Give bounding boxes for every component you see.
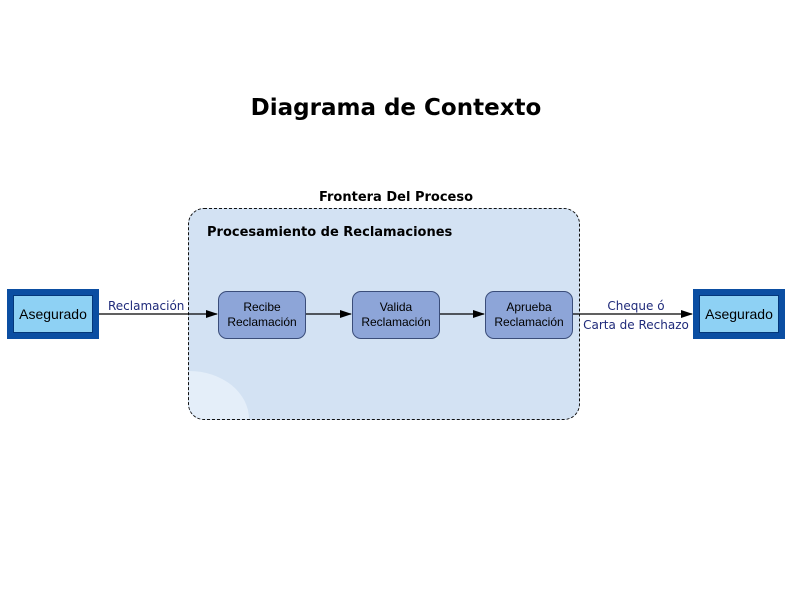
- external-entity-left: Asegurado: [7, 289, 99, 339]
- step-1-line2: Reclamación: [227, 315, 297, 329]
- process-step-validate: Valida Reclamación: [352, 291, 440, 339]
- diagram-title: Diagrama de Contexto: [250, 95, 542, 121]
- entity-left-label: Asegurado: [13, 295, 93, 333]
- step-1-line1: Recibe: [243, 300, 281, 314]
- external-entity-right: Asegurado: [693, 289, 785, 339]
- flow-label-input: Reclamación: [108, 299, 185, 313]
- step-3-line2: Reclamación: [494, 315, 564, 329]
- process-step-approve: Aprueba Reclamación: [485, 291, 573, 339]
- step-3-line1: Aprueba: [506, 300, 552, 314]
- flow-label-output-line2: Carta de Rechazo: [583, 318, 689, 332]
- boundary-label: Frontera Del Proceso: [318, 190, 474, 205]
- entity-right-label: Asegurado: [699, 295, 779, 333]
- flow-label-output-line1: Cheque ó: [607, 299, 665, 313]
- process-group-title: Procesamiento de Reclamaciones: [207, 225, 453, 240]
- step-2-line1: Valida: [379, 300, 413, 314]
- step-2-line2: Reclamación: [361, 315, 431, 329]
- process-step-receive: Recibe Reclamación: [218, 291, 306, 339]
